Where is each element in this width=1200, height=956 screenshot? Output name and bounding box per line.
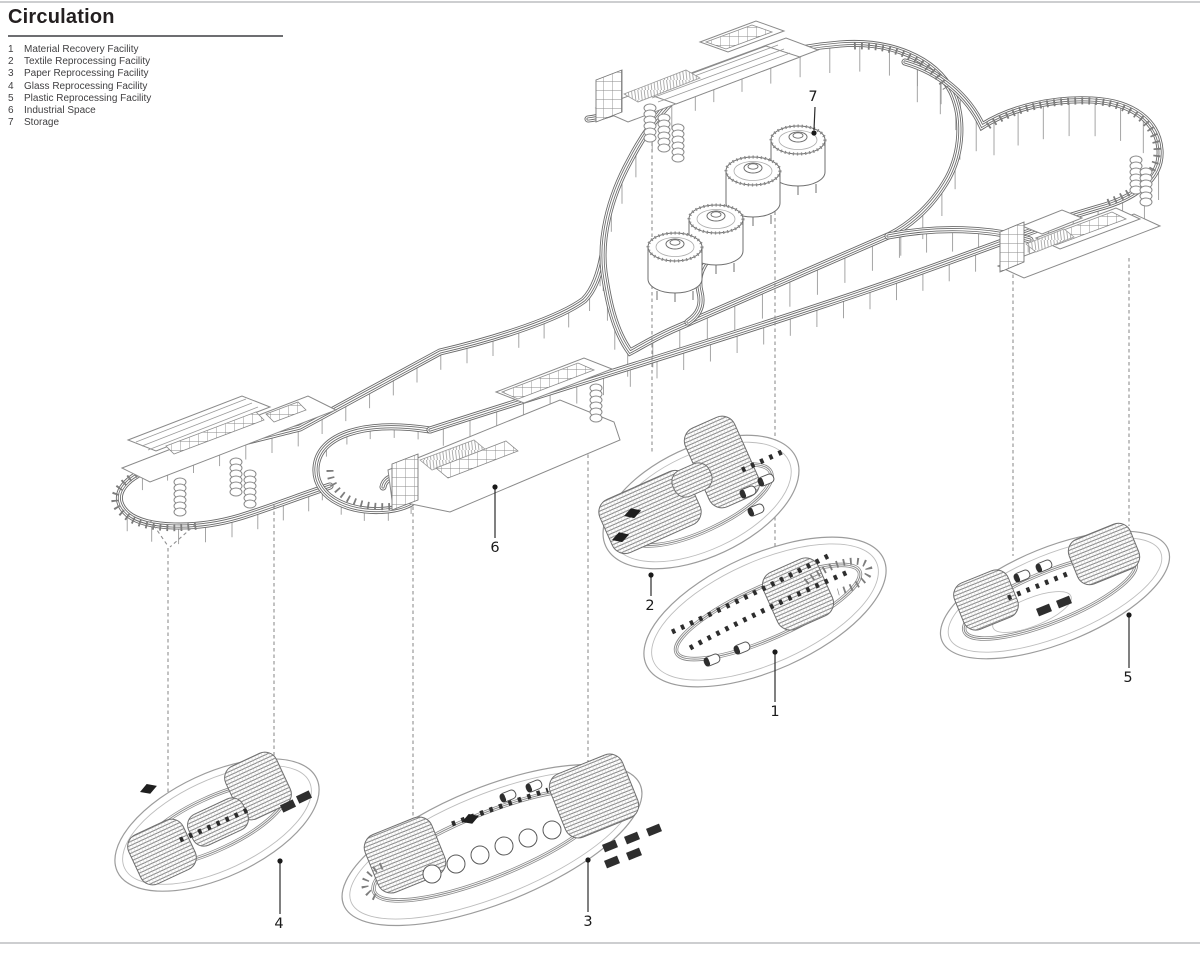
island-material-recovery bbox=[643, 536, 887, 688]
page-title: Circulation bbox=[8, 6, 115, 28]
marker-6-label: 6 bbox=[490, 540, 499, 556]
track-tie-bands bbox=[111, 42, 1161, 532]
number-markers: 1 2 3 4 5 6 7 bbox=[274, 89, 1132, 932]
marker-7-label: 7 bbox=[808, 89, 817, 105]
island-plastic-reprocessing bbox=[939, 522, 1171, 660]
marker-2-label: 2 bbox=[645, 598, 654, 614]
marker-4: 4 bbox=[274, 858, 284, 932]
marker-3: 3 bbox=[583, 857, 593, 930]
title-rule bbox=[8, 35, 283, 37]
marker-4-label: 4 bbox=[274, 916, 283, 932]
marker-1-label: 1 bbox=[770, 704, 779, 720]
building-industrial-space bbox=[387, 357, 621, 513]
marker-2: 2 bbox=[645, 572, 655, 614]
building-storage-top bbox=[594, 20, 820, 123]
marker-6: 6 bbox=[490, 484, 500, 556]
page-bottom-rule bbox=[0, 942, 1200, 944]
marker-7: 7 bbox=[808, 89, 818, 136]
island-paper-reprocessing bbox=[341, 753, 662, 927]
building-left bbox=[120, 395, 338, 483]
marker-5: 5 bbox=[1123, 612, 1133, 686]
island-glass-reprocessing bbox=[114, 751, 320, 892]
island-textile-reprocessing bbox=[598, 415, 800, 570]
storage-tank bbox=[646, 231, 704, 304]
marker-3-label: 3 bbox=[583, 914, 592, 930]
marker-1: 1 bbox=[770, 649, 780, 720]
marker-5-label: 5 bbox=[1123, 670, 1132, 686]
building-right bbox=[996, 207, 1162, 279]
page-top-rule bbox=[0, 1, 1200, 3]
